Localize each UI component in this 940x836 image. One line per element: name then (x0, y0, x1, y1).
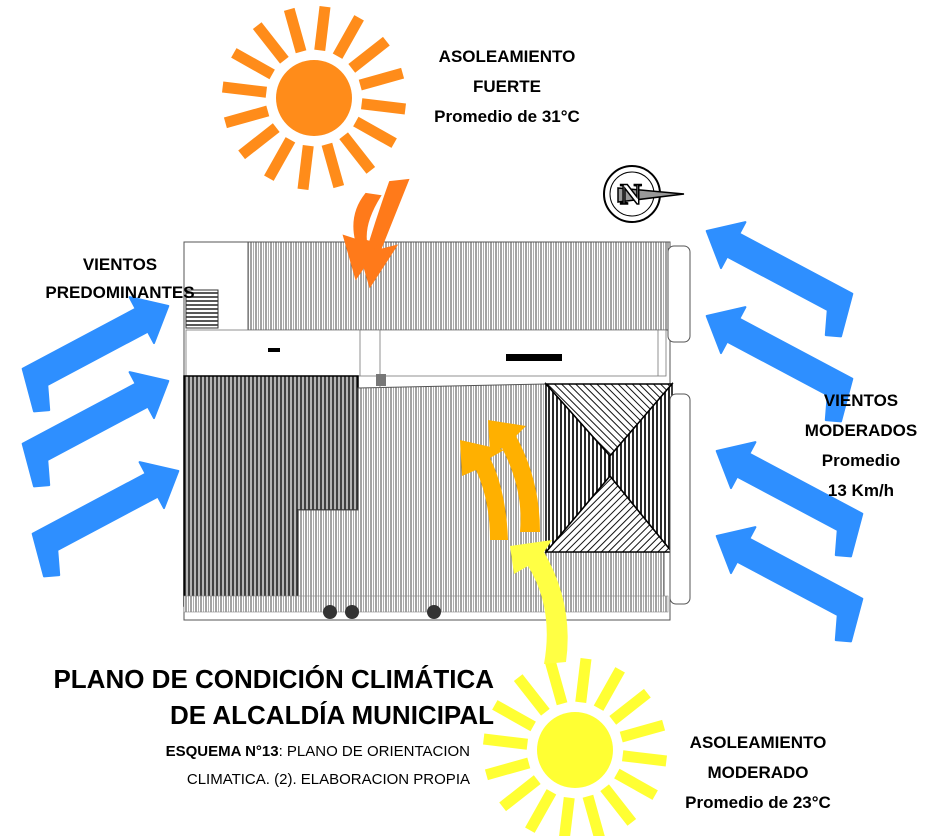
stair-block (185, 289, 219, 329)
wind-arrow (705, 221, 854, 338)
sun-disc (276, 60, 352, 136)
sun-ray (582, 794, 605, 836)
label-winds-moderate-line4: 13 Km/h (828, 481, 894, 500)
label-sun-strong-line3: Promedio de 31°C (434, 107, 580, 126)
label-winds-predominant-line1: VIENTOS (83, 255, 157, 274)
sun-ray (348, 36, 390, 73)
label-winds-predominant: VIENTOS PREDOMINANTES (45, 255, 194, 302)
sun-ray (499, 775, 541, 812)
sun-ray (252, 22, 289, 64)
caption-bold: ESQUEMA N°13 (166, 743, 279, 760)
tree (427, 605, 441, 619)
label-sun-moderate-line2: MODERADO (707, 763, 808, 782)
sun-ray (223, 105, 270, 129)
sun-ray (544, 659, 568, 706)
corner-room (667, 245, 691, 343)
title-line1: PLANO DE CONDICIÓN CLIMÁTICA (53, 664, 494, 694)
wind-arrow (21, 296, 170, 413)
figure-caption: ESQUEMA N°13: PLANO DE ORIENTACION CLIMA… (166, 743, 470, 788)
sun-ray (360, 98, 406, 115)
hip-roof (544, 381, 674, 555)
caption-line1: ESQUEMA N°13: PLANO DE ORIENTACION (166, 743, 470, 760)
page-title: PLANO DE CONDICIÓN CLIMÁTICA DE ALCALDÍA… (53, 664, 494, 730)
title-line2: DE ALCALDÍA MUNICIPAL (170, 700, 494, 730)
sun-ray (314, 6, 331, 52)
sun-ray (609, 688, 651, 725)
sun-ray (484, 757, 531, 781)
corridor-mark-left (268, 348, 280, 352)
sun-ray (353, 116, 397, 148)
wind-arrow (21, 371, 170, 488)
wind-arrow (715, 526, 864, 643)
label-sun-strong-line1: ASOLEAMIENTO (439, 47, 576, 66)
compass-letter: N (620, 178, 642, 211)
label-winds-moderate-line1: VIENTOS (824, 391, 898, 410)
wind-arrow-icon (21, 221, 864, 643)
sun-ray (238, 123, 280, 160)
label-winds-moderate-line3: Promedio (822, 451, 900, 470)
sun-ray (575, 658, 592, 704)
sun-ray (492, 700, 536, 732)
wind-arrow (705, 306, 854, 423)
label-winds-moderate: VIENTOS MODERADOS Promedio 13 Km/h (805, 391, 917, 500)
label-sun-moderate-line3: Promedio de 23°C (685, 793, 831, 812)
sun-ray (358, 67, 405, 91)
sun-ray (264, 137, 296, 181)
label-sun-strong-line2: FUERTE (473, 77, 541, 96)
sun-ray (297, 144, 314, 190)
compass-icon: N (603, 165, 685, 223)
sun-ray (559, 796, 575, 836)
corridor (185, 329, 667, 377)
label-winds-moderate-line2: MODERADOS (805, 421, 917, 440)
sun-ray (321, 142, 345, 189)
sun-icon (222, 6, 406, 190)
tree (323, 605, 337, 619)
sun-ray (614, 768, 658, 800)
wind-arrow (715, 441, 864, 558)
building-plan (183, 241, 691, 621)
label-sun-moderate-line1: ASOLEAMIENTO (690, 733, 827, 752)
caption-rest: : PLANO DE ORIENTACION (279, 743, 470, 760)
label-winds-predominant-line2: PREDOMINANTES (45, 283, 194, 302)
sun-ray (593, 667, 625, 711)
corridor-mark-right (506, 354, 562, 361)
sun-icon (483, 658, 667, 836)
sun-ray (231, 48, 275, 80)
sun-disc (537, 712, 613, 788)
south-strip (183, 595, 669, 613)
sun-ray (339, 132, 376, 174)
sun-ray (332, 15, 364, 59)
caption-line2: CLIMATICA. (2). ELABORACION PROPIA (187, 771, 470, 788)
sun-ray (621, 750, 667, 767)
sun-ray (283, 7, 307, 54)
wind-arrow (31, 461, 180, 578)
sun-ray (222, 81, 268, 98)
sun-ray (619, 719, 666, 743)
sun-ray (525, 789, 557, 833)
sun-ray (513, 674, 550, 716)
label-sun-strong: ASOLEAMIENTO FUERTE Promedio de 31°C (434, 47, 580, 126)
label-sun-moderate: ASOLEAMIENTO MODERADO Promedio de 23°C (685, 733, 831, 812)
sun-ray-arrow-icon (342, 178, 568, 664)
tree (345, 605, 359, 619)
roof-north-strip (247, 241, 669, 331)
sun-ray (600, 784, 637, 826)
sun-ray (483, 733, 529, 750)
